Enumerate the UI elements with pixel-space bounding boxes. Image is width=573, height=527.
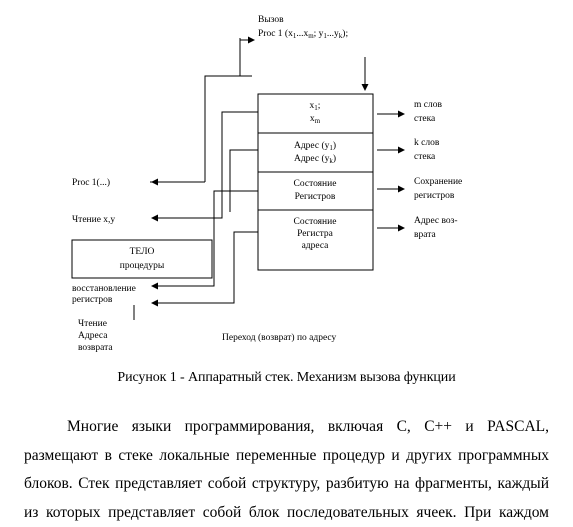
stack-cell-addresses: Адрес (y1) Адрес (yk) xyxy=(294,140,336,165)
paragraph-line: Многие языки программирования, включая С… xyxy=(24,413,549,442)
right-label-m-words: m слов xyxy=(414,100,442,110)
svg-text:адреса: адреса xyxy=(302,241,330,251)
figure-caption: Рисунок 1 - Аппаратный стек. Механизм вы… xyxy=(0,370,573,386)
right-label-m-words-2: стека xyxy=(414,114,436,124)
procedure-body-box xyxy=(72,240,212,278)
svg-text:Состояние: Состояние xyxy=(294,179,337,189)
left-label-restore: восстановление xyxy=(72,284,136,294)
right-label-k-words: k слов xyxy=(414,138,440,148)
paragraph-line: блоков. Стек представляет собой структур… xyxy=(24,470,549,499)
right-arrows xyxy=(377,114,404,228)
svg-text:Адрес (y1): Адрес (y1) xyxy=(294,140,336,152)
svg-text:Регистра: Регистра xyxy=(297,229,334,239)
paragraph-line: размещают в стеке локальные переменные п… xyxy=(24,442,549,471)
svg-text:x1;: x1; xyxy=(310,101,321,112)
left-label-read-addr: Чтение xyxy=(78,319,107,329)
right-label-return-address: Адрес воз- xyxy=(414,216,458,226)
stack-cell-registers: Состояние Регистров xyxy=(294,179,337,202)
call-label-line1: Вызов xyxy=(258,15,284,25)
left-label-restore-2: регистров xyxy=(72,295,113,305)
right-label-save-registers-2: регистров xyxy=(414,191,455,201)
right-label-return-address-2: врата xyxy=(414,230,436,240)
procedure-body-title: ТЕЛО xyxy=(130,247,155,257)
left-label-read-addr-3: возврата xyxy=(78,343,113,353)
stack-cell-params: x1; xm xyxy=(310,101,321,125)
procedure-body-subtitle: процедуры xyxy=(120,261,165,271)
stack-cell-address-register: Состояние Регистра адреса xyxy=(294,217,337,251)
right-label-save-registers: Сохранение xyxy=(414,177,462,187)
svg-text:Адрес (yk): Адрес (yk) xyxy=(294,153,336,165)
left-label-read-xy: Чтение x,y xyxy=(72,215,115,225)
svg-text:Регистров: Регистров xyxy=(295,192,336,202)
svg-text:xm: xm xyxy=(310,114,321,125)
svg-text:Состояние: Состояние xyxy=(294,217,337,227)
jump-label: Переход (возврат) по адресу xyxy=(222,332,337,343)
right-label-k-words-2: стека xyxy=(414,152,436,162)
stack-call-diagram: Вызов Proc 1 (x1...xm; y1...yk); x1; xm … xyxy=(0,0,573,360)
paragraph-line: из которых представляет собой блок после… xyxy=(24,499,549,527)
body-paragraph: Многие языки программирования, включая С… xyxy=(24,413,549,527)
call-label-line2: Proc 1 (x1...xm; y1...yk); xyxy=(258,28,348,40)
left-label-read-addr-2: Адреса xyxy=(78,331,108,341)
left-label-proc: Proc 1(...) xyxy=(72,177,110,188)
